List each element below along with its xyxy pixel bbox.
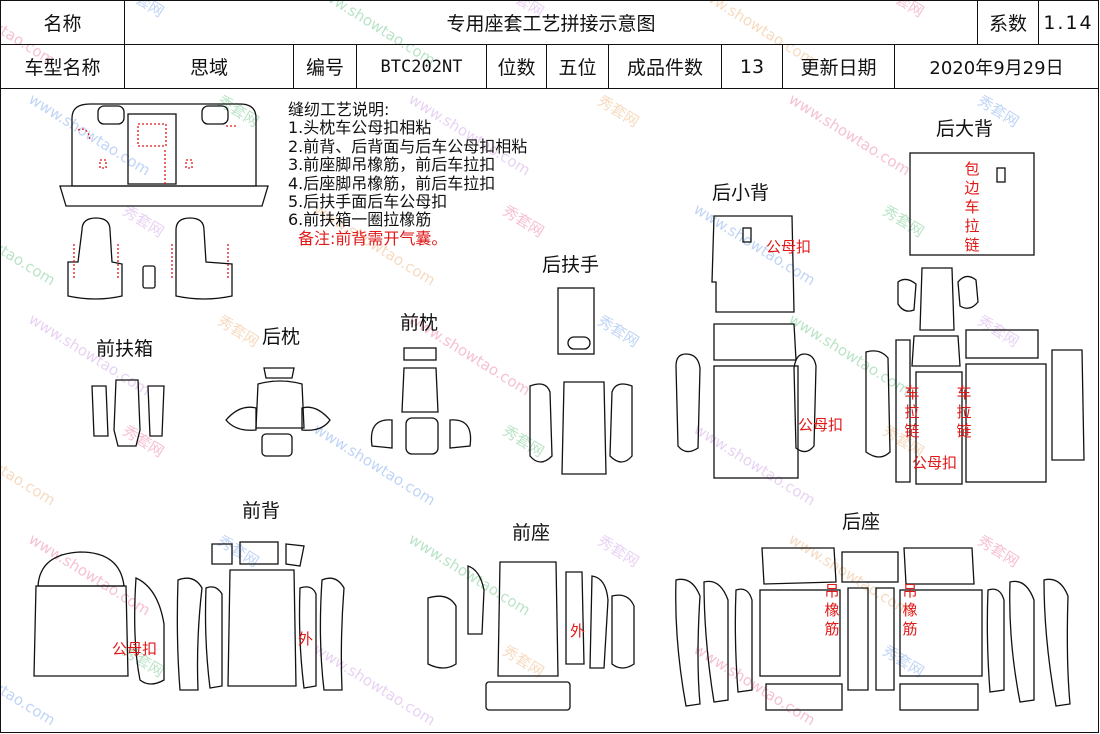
annotation-edge-zipper: 包边车拉链	[964, 160, 980, 254]
note-item: 5.后扶手面后车公母扣	[288, 192, 448, 212]
front-back-pieces	[33, 541, 345, 691]
note-item: 1.头枕车公母扣相粘	[288, 118, 432, 138]
drawing-frame	[0, 88, 1099, 733]
rear-big-back-pieces	[865, 152, 1085, 485]
section-front-seat: 前座	[512, 522, 551, 544]
note-item: 2.前背、后背面与后车公母扣相粘	[288, 136, 528, 156]
section-rear-big-back: 后大背	[936, 118, 994, 140]
annotation-snap: 公母扣	[766, 238, 812, 256]
annotation-zipper: 车拉链	[956, 384, 972, 440]
note-item: 3.前座脚吊橡筋，前后车拉扣	[288, 155, 496, 175]
section-front-back: 前背	[242, 500, 281, 522]
section-rear-headrest: 后枕	[262, 326, 301, 348]
front-headrest-pieces	[370, 347, 472, 455]
front-seat-pieces	[427, 561, 635, 711]
notes-remark: 备注:前背需开气囊。	[298, 228, 448, 248]
front-seat-sketch	[67, 217, 233, 300]
section-rear-small-back: 后小背	[712, 182, 770, 204]
notes-heading: 缝纫工艺说明:	[288, 100, 390, 119]
annotation-elastic: 吊橡筋	[824, 582, 840, 638]
annotation-snap: 公母扣	[912, 454, 958, 472]
section-rear-seat: 后座	[842, 511, 881, 533]
rear-headrest-pieces	[225, 367, 331, 457]
rear-armrest-pieces	[529, 287, 633, 475]
section-front-headrest: 前枕	[400, 312, 439, 334]
rear-small-back-pieces	[675, 215, 817, 479]
annotation-elastic: 吊橡筋	[902, 582, 918, 638]
front-armbox-pieces	[91, 379, 165, 447]
note-item: 4.后座脚吊橡筋，前后车拉扣	[288, 173, 496, 193]
rear-seat-pieces	[675, 547, 1071, 711]
section-front-armbox: 前扶箱	[96, 338, 154, 360]
annotation-zipper: 车拉链	[904, 384, 920, 440]
sewing-notes: 缝纫工艺说明: 1.头枕车公母扣相粘 2.前背、后背面与后车公母扣相粘 3.前座…	[288, 100, 528, 248]
rear-seat-sketch	[59, 103, 269, 207]
annotation-snap: 公母扣	[112, 640, 158, 658]
annotation-outer: 外	[570, 622, 586, 640]
annotation-snap: 公母扣	[798, 416, 844, 434]
note-item: 6.前扶箱一圈拉橡筋	[288, 210, 432, 230]
annotation-outer: 外	[298, 630, 314, 648]
section-rear-armrest: 后扶手	[542, 254, 600, 276]
